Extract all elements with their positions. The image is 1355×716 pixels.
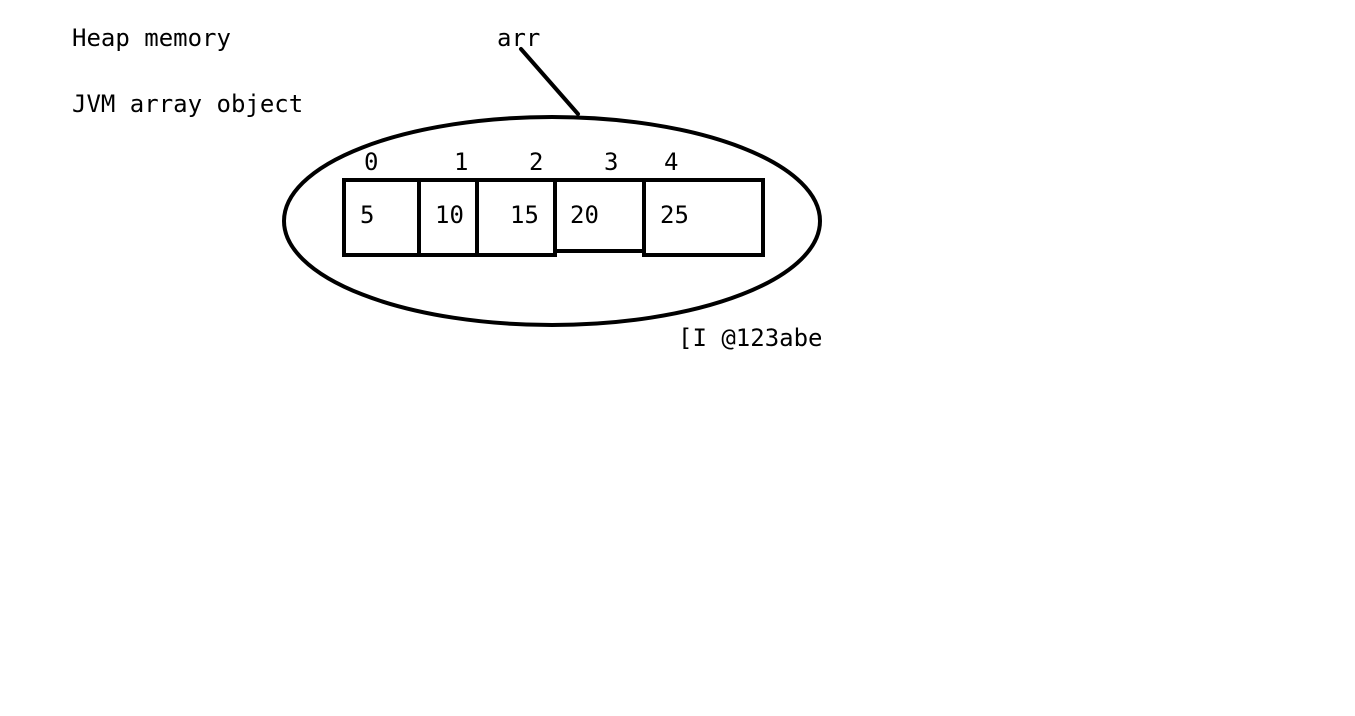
array-value-label: 10: [435, 201, 464, 229]
array-index-label: 2: [529, 148, 543, 176]
array-index-label: 1: [454, 148, 468, 176]
array-index-label: 4: [664, 148, 678, 176]
array-value-label: 25: [660, 201, 689, 229]
heap-memory-title: Heap memory: [72, 24, 231, 52]
array-value-label: 20: [570, 201, 599, 229]
array-object-ellipse: [282, 115, 822, 327]
array-index-label: 3: [604, 148, 618, 176]
array-index-label: 0: [364, 148, 378, 176]
array-cell-3: [553, 178, 646, 253]
array-value-label: 15: [510, 201, 539, 229]
jvm-array-object-label: JVM array object: [72, 90, 304, 118]
reference-pointer-line: [519, 47, 580, 116]
array-value-label: 5: [360, 201, 374, 229]
array-address-label: [I @123abe: [678, 324, 823, 352]
array-cell-0: [342, 178, 421, 257]
arr-reference-label: arr: [497, 24, 541, 52]
array-cell-4: [642, 178, 765, 257]
